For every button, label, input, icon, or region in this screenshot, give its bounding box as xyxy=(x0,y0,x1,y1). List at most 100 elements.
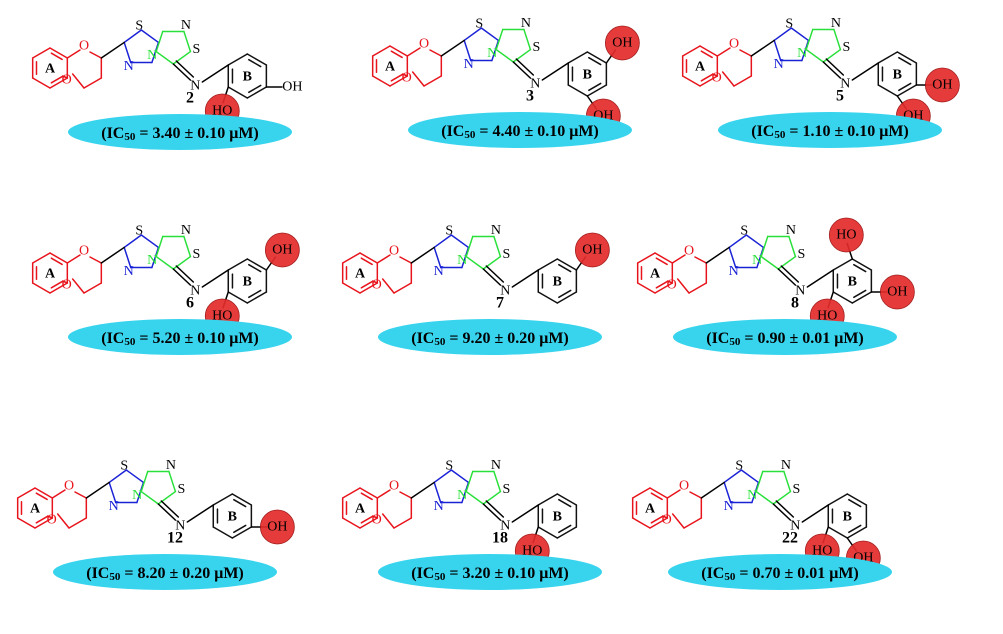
compound-number: 2 xyxy=(186,90,194,107)
compound-number: 5 xyxy=(836,88,844,105)
bond xyxy=(806,269,835,288)
bond xyxy=(71,73,85,89)
bond xyxy=(227,291,249,304)
bond xyxy=(898,82,912,92)
bond xyxy=(654,282,674,294)
bond xyxy=(537,258,559,271)
bond xyxy=(50,280,63,289)
bond xyxy=(46,515,54,519)
hydroxyl-highlight xyxy=(879,274,915,310)
bond xyxy=(666,280,674,284)
bond xyxy=(50,257,63,266)
bond xyxy=(537,493,559,506)
bond xyxy=(248,58,262,68)
bond xyxy=(700,73,713,82)
nitrogen-atom: N xyxy=(124,264,134,279)
bond xyxy=(750,39,775,57)
bond xyxy=(896,84,918,97)
bond xyxy=(155,30,164,53)
bond xyxy=(851,258,873,271)
bond xyxy=(631,487,651,499)
ring-b-label: B xyxy=(893,68,902,83)
nitrogen-atom: N xyxy=(797,46,807,61)
bond xyxy=(485,265,505,283)
bond xyxy=(100,41,125,59)
bond xyxy=(100,246,125,264)
sulfur-atom: S xyxy=(503,247,511,262)
oxygen-atom: O xyxy=(372,278,382,293)
bond xyxy=(556,258,578,271)
bond xyxy=(851,291,873,304)
bond xyxy=(558,289,572,299)
bond xyxy=(463,39,472,62)
bond xyxy=(49,47,69,59)
bond xyxy=(480,27,500,42)
bond xyxy=(450,469,470,484)
oxygen-atom: O xyxy=(679,479,689,494)
bond xyxy=(558,498,572,508)
bond xyxy=(248,263,262,273)
ring-a-label: A xyxy=(695,60,706,75)
bond xyxy=(700,481,725,499)
bond xyxy=(649,517,669,529)
bond xyxy=(248,289,262,299)
oxygen-atom: O xyxy=(389,244,399,259)
ic50-subscript: 50 xyxy=(774,129,786,141)
oxygen-atom: O xyxy=(662,513,672,528)
bond xyxy=(155,50,175,65)
bond xyxy=(74,491,88,499)
bond xyxy=(83,77,103,89)
hydroxyl-label: HO xyxy=(836,228,856,243)
bond xyxy=(512,61,532,79)
ic50-value: = 9.20 ± 0.20 μM) xyxy=(445,330,568,347)
bond xyxy=(827,493,849,506)
bond xyxy=(661,515,669,519)
bond xyxy=(393,282,413,294)
ring-a-label: A xyxy=(355,502,366,517)
bond xyxy=(140,490,160,505)
ic50-value: = 0.90 ± 0.01 μM) xyxy=(740,330,863,347)
bond xyxy=(49,77,69,89)
bond xyxy=(777,268,797,286)
hydroxyl-label: HO xyxy=(212,309,232,324)
bond xyxy=(16,517,36,529)
ring-a-label: A xyxy=(650,267,661,282)
sulfur-atom: S xyxy=(193,247,201,262)
oxygen-atom: O xyxy=(64,479,74,494)
bond xyxy=(465,235,474,258)
ic50-subscript: 50 xyxy=(434,336,446,348)
bond xyxy=(212,526,234,539)
bond xyxy=(773,27,793,42)
ring-b-label: B xyxy=(553,510,562,525)
ic50-subscript: 50 xyxy=(464,129,476,141)
bond xyxy=(61,75,69,79)
ic50-text: (IC50 = 0.70 ± 0.01 μM) xyxy=(701,565,859,584)
bond xyxy=(175,265,195,283)
sulfur-atom: S xyxy=(135,19,143,34)
ic50-prefix: (IC xyxy=(86,565,109,582)
bond xyxy=(376,254,391,264)
bond xyxy=(341,282,361,294)
ic50-value: = 4.40 ± 0.10 μM) xyxy=(475,123,598,140)
hydroxyl-label: OH xyxy=(267,520,287,535)
bond xyxy=(34,487,54,499)
bond xyxy=(341,252,361,264)
sulfur-atom: S xyxy=(178,482,186,497)
oxygen-atom: O xyxy=(419,37,429,52)
bond xyxy=(465,255,485,270)
sulfur-atom: S xyxy=(798,247,806,262)
bond xyxy=(801,504,830,523)
compound-number: 6 xyxy=(186,295,194,312)
ring-a-label: A xyxy=(355,267,366,282)
ic50-prefix: (IC xyxy=(411,565,434,582)
bond xyxy=(31,252,51,264)
imine-nitrogen: N xyxy=(175,519,185,534)
bond xyxy=(157,490,177,505)
hydroxyl-label: HO xyxy=(522,544,542,559)
ic50-badge xyxy=(668,554,892,590)
bond xyxy=(515,58,535,76)
bond xyxy=(511,504,540,523)
